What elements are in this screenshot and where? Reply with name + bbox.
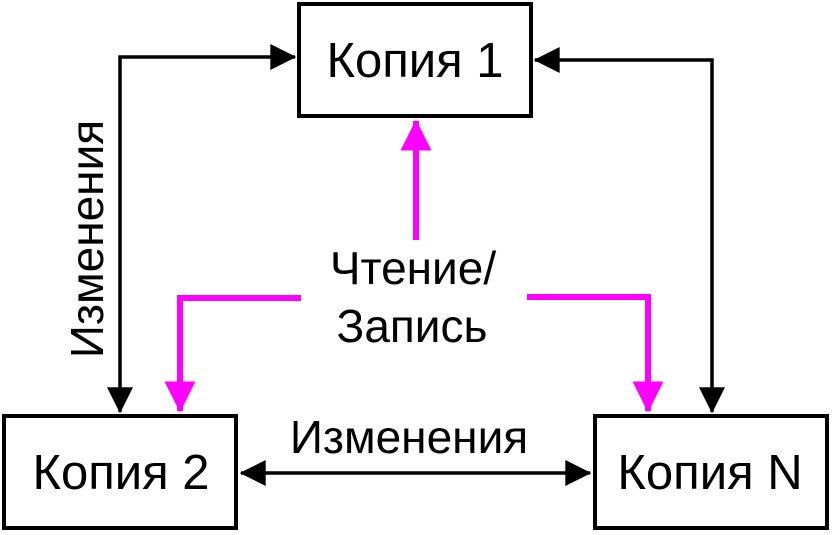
node-copy-n-box xyxy=(593,414,829,530)
label-changes-vertical: Изменения xyxy=(61,120,113,358)
node-copy-1-label: Копия 1 xyxy=(326,34,503,88)
label-read-write-line1: Чтение/ xyxy=(330,242,496,294)
node-copy-n-label: Копия N xyxy=(617,446,802,500)
node-copy-n: Копия N xyxy=(593,414,829,530)
node-copy-1-box xyxy=(297,2,533,118)
label-read-write: Чтение/ Запись xyxy=(330,242,496,352)
connector-changes-copy1-copy2 xyxy=(107,44,297,414)
connector-readwrite-copy2 xyxy=(164,295,301,413)
node-copy-2-box xyxy=(2,414,238,530)
connector-readwrite-copyn xyxy=(527,294,664,413)
node-copy-1: Копия 1 xyxy=(297,2,533,118)
label-read-write-line2: Запись xyxy=(337,300,488,352)
node-copy-2-label: Копия 2 xyxy=(32,446,209,500)
connector-changes-copy1-copyn xyxy=(533,47,725,414)
label-changes-horizontal: Изменения xyxy=(290,411,528,463)
node-copy-2: Копия 2 xyxy=(2,414,238,530)
